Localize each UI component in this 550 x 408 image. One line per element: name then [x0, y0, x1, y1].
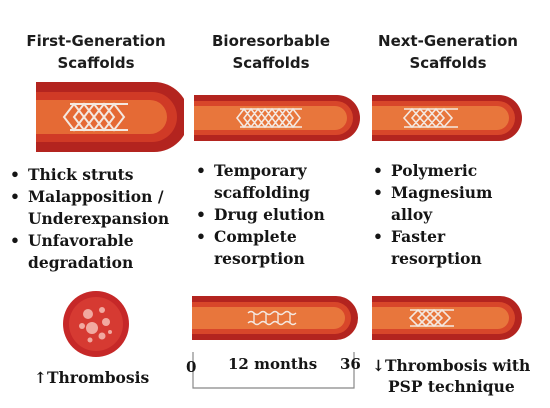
timeline-middle-label: 12 months: [228, 355, 318, 373]
title-line: Scaffolds: [57, 54, 135, 72]
feature-item: Magnesium: [369, 182, 492, 204]
feature-item: Drug elution: [192, 204, 325, 226]
timeline-start-label: 0: [186, 358, 197, 376]
vessel-next-generation: [372, 95, 522, 141]
feature-item: Temporary: [192, 160, 325, 182]
feature-item-continuation: Underexpansion: [28, 209, 170, 228]
title-line: Bioresorbable: [212, 32, 330, 50]
vessel-bioresorbable: [194, 95, 360, 141]
thrombosis-decrease-label: ↓Thrombosis with: [372, 356, 531, 375]
vessel-first-generation: [36, 82, 184, 152]
feature-item: Polymeric: [369, 160, 492, 182]
thrombosis-increase-label: ↑Thrombosis: [34, 368, 150, 387]
vessel-next-generation-bottom: [372, 296, 522, 340]
features-next-generation: Polymeric Magnesium alloy Faster resorpt…: [369, 160, 492, 270]
thrombus-cross-section: [63, 291, 129, 357]
vessel-bioresorbable-resorbed: [192, 296, 358, 340]
thick-scaffold-struts: [62, 102, 128, 132]
timeline-end-label: 36: [340, 355, 361, 373]
title-line: Scaffolds: [409, 54, 487, 72]
next-gen-scaffold-struts: [402, 107, 458, 129]
title-bioresorbable: Bioresorbable Scaffolds: [181, 30, 361, 74]
feature-item-continuation: resorption: [391, 249, 482, 268]
title-line: First-Generation: [26, 32, 166, 50]
feature-item-continuation: resorption: [214, 249, 305, 268]
feature-item-continuation: alloy: [391, 205, 433, 224]
features-bioresorbable: Temporary scaffolding Drug elution Compl…: [192, 160, 325, 270]
features-first-generation: Thick struts Malapposition / Underexpans…: [6, 164, 169, 274]
feature-item: Unfavorable: [6, 230, 169, 252]
timeline-bracket: [192, 352, 355, 389]
feature-item: Thick struts: [6, 164, 169, 186]
title-first-generation: First-Generation Scaffolds: [6, 30, 186, 74]
feature-item: Faster: [369, 226, 492, 248]
title-line: Scaffolds: [232, 54, 310, 72]
feature-item: Complete: [192, 226, 325, 248]
feature-item: Malapposition /: [6, 186, 169, 208]
title-next-generation: Next-Generation Scaffolds: [358, 30, 538, 74]
feature-item-continuation: degradation: [28, 253, 134, 272]
title-line: Next-Generation: [378, 32, 518, 50]
feature-item-continuation: scaffolding: [214, 183, 310, 202]
clot-particles: [79, 307, 112, 343]
resorbing-struts: [247, 310, 297, 326]
psp-technique-label: PSP technique: [388, 377, 515, 396]
next-gen-scaffold-struts-bottom: [408, 308, 454, 328]
bioresorbable-scaffold-struts: [235, 107, 302, 129]
